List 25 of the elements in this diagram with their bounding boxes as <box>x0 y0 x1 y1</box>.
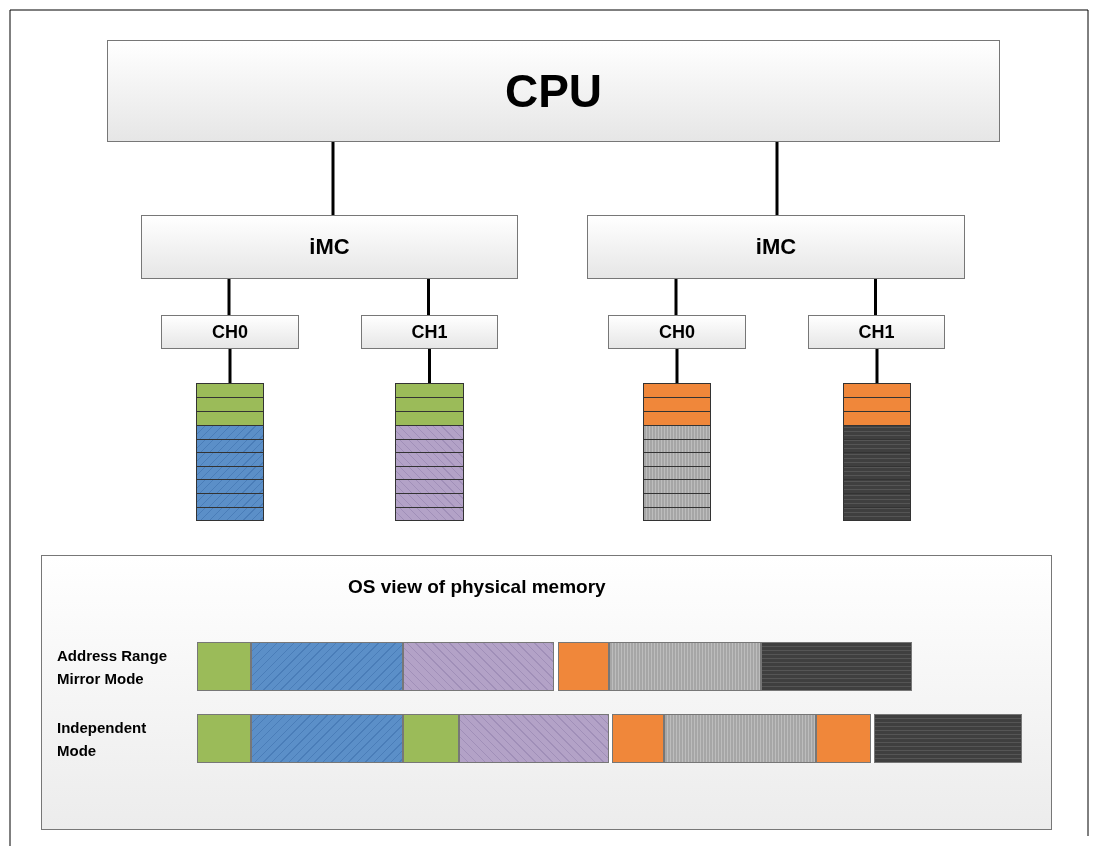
row-label: Address Range Mirror Mode <box>57 646 169 689</box>
connector-line <box>874 279 877 315</box>
memory-module-stack <box>643 383 711 521</box>
panel-title: OS view of physical memory <box>348 576 606 598</box>
memory-module-stack <box>196 383 264 521</box>
channel-box: CH0 <box>161 315 299 349</box>
memory-view-panel <box>41 555 1052 830</box>
connector-line <box>228 349 232 383</box>
memory-module-stack <box>843 383 911 521</box>
controller-box: iMC <box>141 215 518 279</box>
channel-box: CH0 <box>608 315 746 349</box>
connector-line <box>427 279 430 315</box>
connector-line <box>675 349 679 383</box>
channel-box: CH1 <box>361 315 498 349</box>
row-label: Independent Mode <box>57 718 148 761</box>
connector-line <box>674 279 678 315</box>
controller-box: iMC <box>587 215 965 279</box>
connector-line <box>875 349 879 383</box>
connector-line <box>428 349 431 383</box>
memory-module-stack <box>395 383 464 521</box>
connector-line <box>227 279 231 315</box>
connector-line <box>775 142 779 215</box>
cpu-box: CPU <box>107 40 1000 142</box>
connector-line <box>331 142 335 215</box>
channel-box: CH1 <box>808 315 945 349</box>
